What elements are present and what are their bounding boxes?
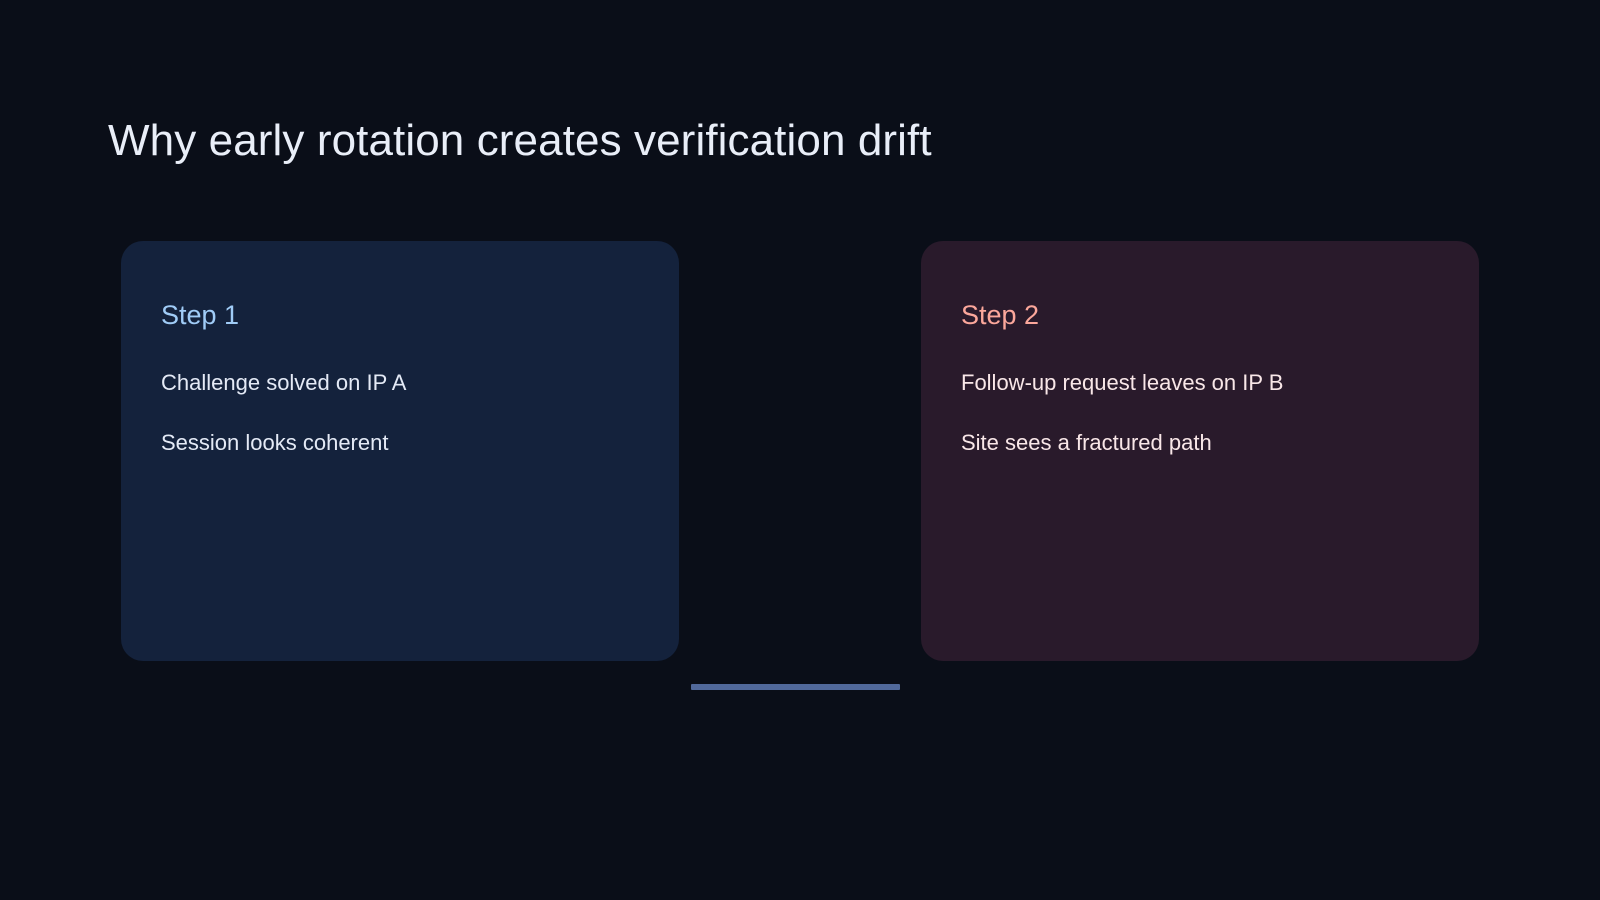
step-2-heading: Step 2	[961, 300, 1040, 330]
step-1-heading: Step 1	[161, 300, 240, 330]
list-item: Challenge solved on IP A	[161, 370, 407, 396]
list-item: Session looks coherent	[161, 429, 389, 455]
step-card-2[interactable]: Step 2 Follow-up request leaves on IP B …	[921, 241, 1479, 661]
step-card-1[interactable]: Step 1 Challenge solved on IP A Session …	[121, 241, 679, 661]
step-1-bullet-list: Challenge solved on IP A Session looks c…	[161, 369, 639, 456]
list-item: Site sees a fractured path	[961, 429, 1212, 455]
step-2-bullet-list: Follow-up request leaves on IP B Site se…	[961, 369, 1439, 456]
steps-container: Step 1 Challenge solved on IP A Session …	[0, 241, 1600, 690]
step-connector-line	[691, 684, 900, 690]
page-title: Why early rotation creates verification …	[108, 116, 932, 166]
list-item: Follow-up request leaves on IP B	[961, 370, 1284, 396]
